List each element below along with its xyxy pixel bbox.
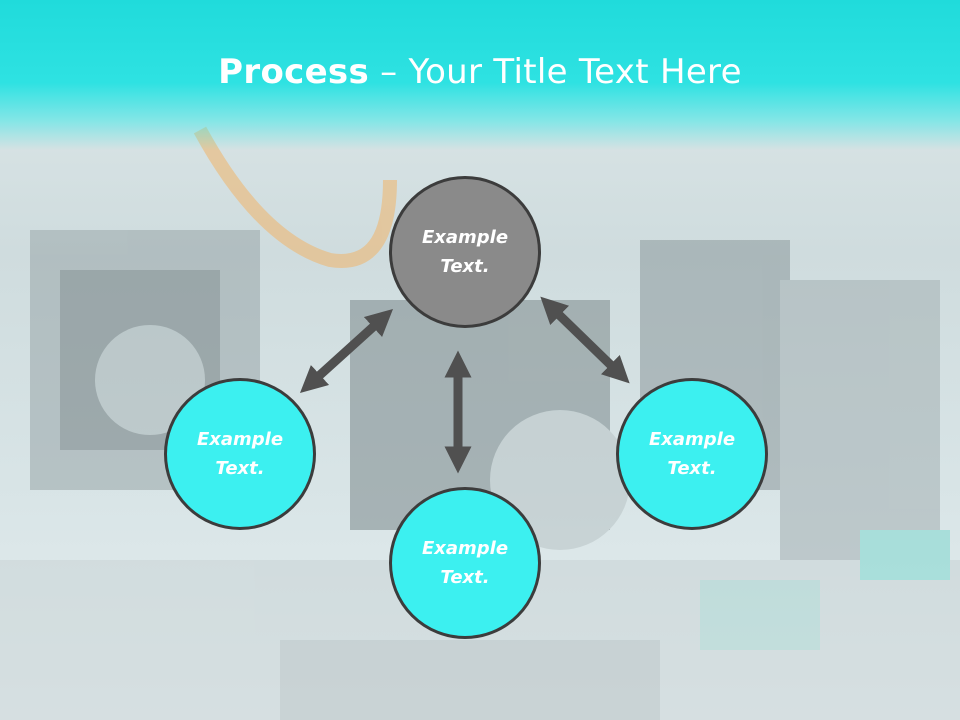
process-node-right-text: Example Text.	[648, 429, 736, 479]
title-rest: Your Title Text Here	[408, 52, 742, 92]
process-node-bottom[interactable]: Example Text.	[389, 487, 541, 639]
process-node-left[interactable]: Example Text.	[164, 378, 316, 530]
process-node-bottom-text: Example Text.	[421, 538, 509, 588]
arrow-top-right	[540, 296, 630, 384]
arrow-top-left	[299, 308, 394, 394]
slide-title: Process – Your Title Text Here	[0, 52, 960, 92]
process-node-right[interactable]: Example Text.	[616, 378, 768, 530]
title-bold: Process	[218, 52, 370, 92]
process-node-top-text: Example Text.	[421, 227, 509, 277]
process-node-left-text: Example Text.	[196, 429, 284, 479]
title-dash: –	[369, 52, 409, 92]
title-banner	[0, 0, 960, 150]
process-node-top[interactable]: Example Text.	[389, 176, 541, 328]
